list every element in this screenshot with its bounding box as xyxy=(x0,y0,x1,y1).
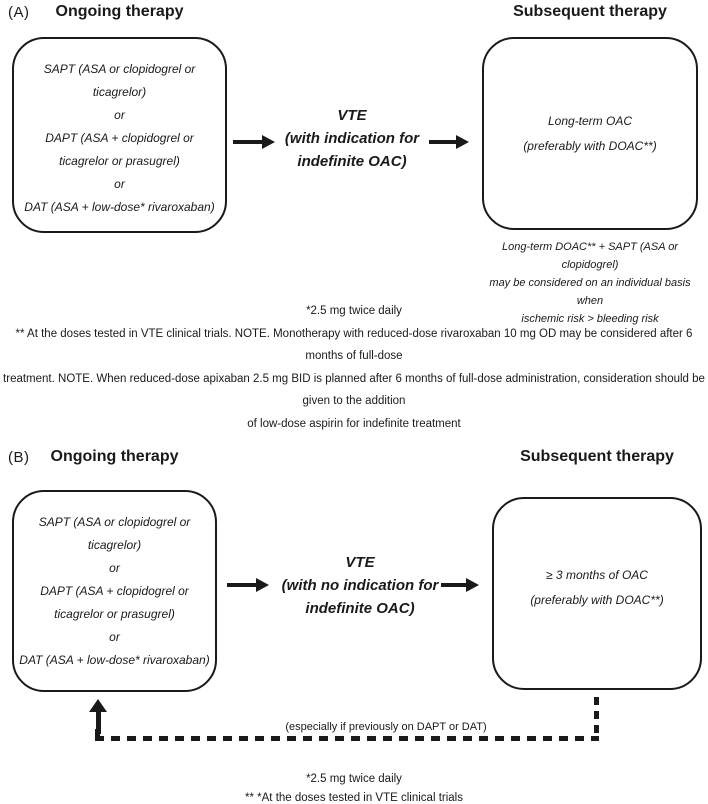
ongoing-line: DAPT (ASA + clopidogrel or xyxy=(45,130,194,145)
vte-line: indefinite OAC) xyxy=(297,153,407,170)
panel-b-ongoing-box: SAPT (ASA or clopidogrel or ticagrelor) … xyxy=(12,490,217,692)
panel-a-footnotes: *2.5 mg twice daily ** At the doses test… xyxy=(0,300,708,435)
caption-line: ischemic risk > bleeding risk xyxy=(521,313,659,325)
feedback-label: (especially if previously on DAPT or DAT… xyxy=(285,721,487,733)
footnote-line: *2.5 mg twice daily xyxy=(306,773,402,785)
vte-line: indefinite OAC) xyxy=(305,600,415,617)
dashed-connector-horizontal xyxy=(95,736,599,741)
panel-a-ongoing-header: Ongoing therapy xyxy=(55,3,184,20)
ongoing-line: or xyxy=(114,107,125,122)
arrow-right-icon xyxy=(227,578,269,592)
footnote-line: ** *At the doses tested in VTE clinical … xyxy=(245,792,463,804)
panel-b-label: (B) xyxy=(8,449,30,466)
panel-a-label: (A) xyxy=(8,4,30,21)
footnote-line: ** At the doses tested in VTE clinical t… xyxy=(15,327,693,363)
ongoing-line: DAT (ASA + low-dose* rivaroxaban) xyxy=(19,652,210,667)
vte-line: VTE xyxy=(337,107,367,124)
arrow-head xyxy=(256,578,269,592)
ongoing-line: DAPT (ASA + clopidogrel or xyxy=(40,583,189,598)
panel-a-vte-text: VTE (with indication for indefinite OAC) xyxy=(272,104,432,173)
ongoing-line: ticagrelor or prasugrel) xyxy=(54,606,175,621)
panel-b-subsequent-box: ≥ 3 months of OAC (preferably with DOAC*… xyxy=(492,497,702,690)
panel-b-vte-text: VTE (with no indication for indefinite O… xyxy=(270,551,450,620)
outcome-line: ≥ 3 months of OAC xyxy=(546,567,648,582)
arrow-shaft xyxy=(95,712,101,734)
caption-line: may be considered on an individual basis… xyxy=(489,277,691,307)
vte-line: VTE xyxy=(345,554,375,571)
arrow-right-icon xyxy=(233,135,275,149)
arrow-shaft xyxy=(429,140,456,144)
outcome-line: (preferably with DOAC**) xyxy=(523,138,657,153)
ongoing-line: ticagrelor) xyxy=(87,537,142,552)
ongoing-line: ticagrelor or prasugrel) xyxy=(59,153,180,168)
panel-a-subsequent-box: Long-term OAC (preferably with DOAC**) xyxy=(482,37,698,230)
arrow-head xyxy=(456,135,469,149)
vte-line: (with no indication for xyxy=(281,577,439,594)
panel-b-subsequent-header: Subsequent therapy xyxy=(520,448,674,465)
arrow-right-icon xyxy=(441,578,479,592)
footnote-line: of low-dose aspirin for indefinite treat… xyxy=(247,417,461,430)
ongoing-line: or xyxy=(114,176,125,191)
ongoing-line: or xyxy=(109,629,120,644)
panel-a-box-caption: Long-term DOAC** + SAPT (ASA or clopidog… xyxy=(476,238,704,328)
panel-a-subsequent-header: Subsequent therapy xyxy=(513,3,667,20)
arrow-shaft xyxy=(227,583,256,587)
arrow-head xyxy=(466,578,479,592)
outcome-line: (preferably with DOAC**) xyxy=(530,592,664,607)
dashed-connector-vertical xyxy=(594,697,599,738)
outcome-line: Long-term OAC xyxy=(547,113,633,128)
footnote-line: *2.5 mg twice daily xyxy=(306,305,402,317)
ongoing-line: ticagrelor) xyxy=(92,84,147,99)
ongoing-line: or xyxy=(109,560,120,575)
caption-line: Long-term DOAC** + SAPT (ASA or clopidog… xyxy=(502,241,678,271)
arrow-shaft xyxy=(441,583,466,587)
footnote-line: treatment. NOTE. When reduced-dose apixa… xyxy=(3,372,705,408)
arrow-up-icon xyxy=(89,699,107,734)
arrow-head xyxy=(89,699,107,712)
ongoing-line: SAPT (ASA or clopidogrel or xyxy=(38,514,191,529)
panel-a-ongoing-box: SAPT (ASA or clopidogrel or ticagrelor) … xyxy=(12,37,227,233)
arrow-right-icon xyxy=(429,135,469,149)
arrow-shaft xyxy=(233,140,262,144)
panel-b-ongoing-header: Ongoing therapy xyxy=(50,448,179,465)
vte-line: (with indication for xyxy=(284,130,420,147)
arrow-head xyxy=(262,135,275,149)
ongoing-line: DAT (ASA + low-dose* rivaroxaban) xyxy=(24,199,215,214)
ongoing-line: SAPT (ASA or clopidogrel or xyxy=(43,61,196,76)
panel-b-footnotes: *2.5 mg twice daily ** *At the doses tes… xyxy=(0,770,708,804)
